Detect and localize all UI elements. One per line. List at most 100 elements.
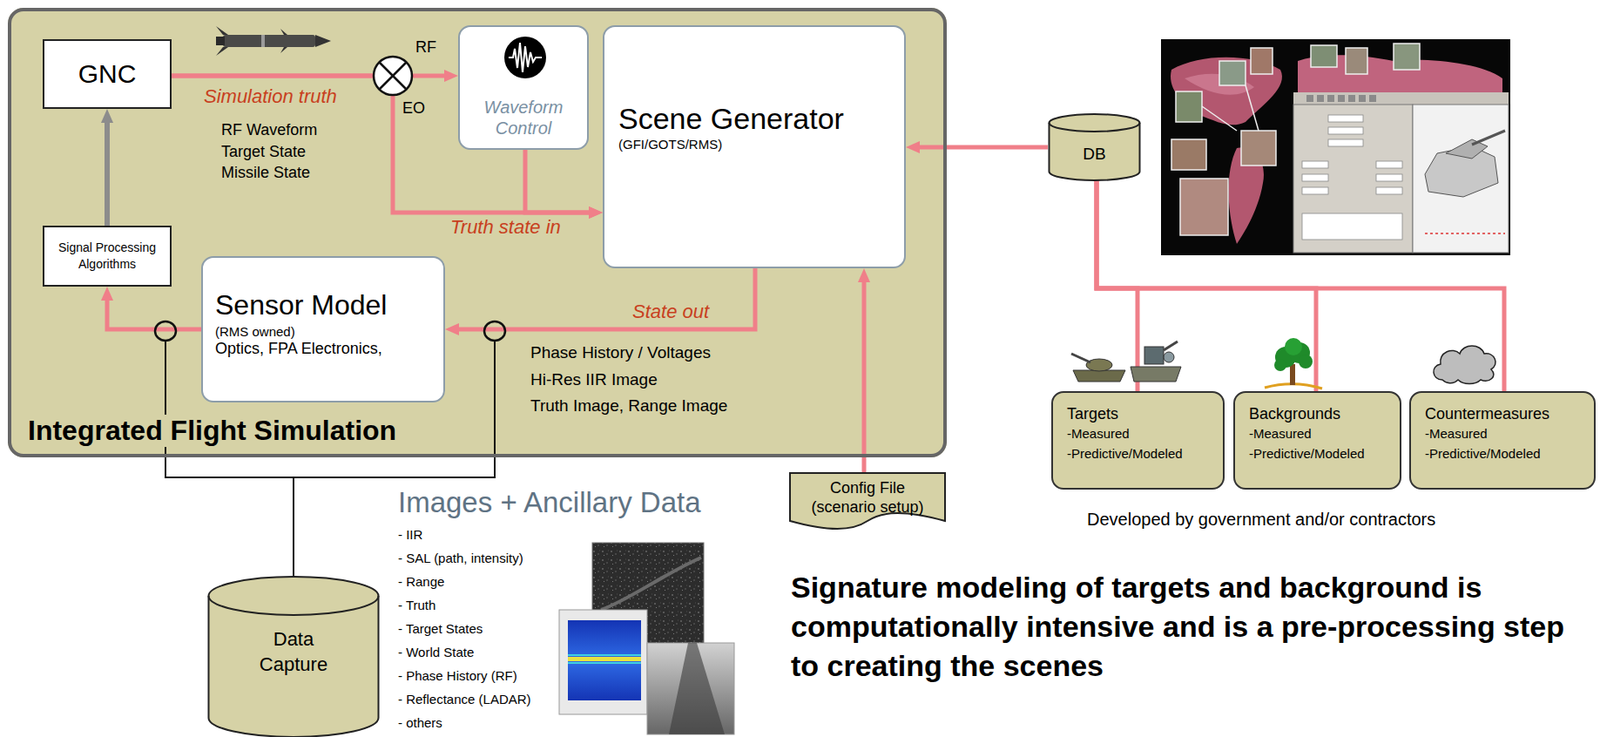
database-cylinder: DB — [1047, 114, 1141, 181]
database-screenshot — [1358, 94, 1366, 102]
cylinder-outline — [1049, 114, 1141, 181]
label-text-holder: - Range — [398, 573, 445, 589]
node-text: (RMS owned) — [215, 324, 296, 340]
tank-picture — [1163, 351, 1175, 363]
missile-picture — [216, 36, 225, 46]
label-text: - Truth — [398, 597, 436, 613]
database-screenshot — [1250, 47, 1273, 75]
tank-picture — [1130, 366, 1182, 382]
label-text-holder: - Reflectance (LADAR) — [398, 691, 532, 707]
node-text: -Predictive/Modeled — [1424, 443, 1541, 464]
connector — [455, 268, 756, 330]
sample-images — [559, 542, 735, 735]
database-screenshot — [1171, 139, 1207, 170]
tank-picture — [1073, 370, 1126, 382]
label-text: - Reflectance (LADAR) — [398, 691, 532, 707]
label-text: Signature modeling of targets and backgr… — [790, 567, 1597, 686]
node-text: Sensor Model — [215, 289, 387, 322]
node-text: Countermeasures — [1424, 405, 1550, 424]
label-text-holder: Hi-Res IIR Image — [530, 370, 658, 390]
node-text: Config File (scenario setup) — [802, 479, 933, 517]
connector — [1096, 180, 1317, 392]
database-screenshot — [1180, 178, 1229, 236]
waveform-icon — [504, 36, 547, 79]
label-text-holder: - Truth — [398, 597, 436, 613]
missile-picture — [216, 47, 229, 56]
node-text: -Measured — [1424, 423, 1488, 444]
database-screenshot — [1302, 161, 1329, 169]
tank-picture — [1086, 358, 1113, 372]
missile-picture — [280, 28, 288, 35]
edge-label: Simulation truth — [202, 85, 339, 108]
label-text-holder: Phase History / Voltages — [530, 343, 711, 363]
sample-images — [567, 654, 642, 656]
database-screenshot — [1306, 94, 1314, 102]
database-screenshot — [1241, 130, 1276, 166]
node-text: -Predictive/Modeled — [1066, 443, 1183, 464]
node-text: -Measured — [1066, 423, 1130, 444]
tap-symbol — [155, 321, 176, 341]
tree-picture — [1274, 358, 1287, 372]
cylinder-outline — [209, 576, 379, 737]
node-text: GNC — [78, 59, 137, 89]
mixer-symbol — [379, 62, 407, 90]
database-screenshot — [1293, 104, 1413, 253]
document-outline — [789, 472, 946, 529]
missile-picture — [216, 26, 229, 35]
node-text: Waveform Control — [463, 96, 584, 139]
cylinder-outline — [1049, 122, 1141, 132]
category-box: Countermeasures-Measured-Predictive/Mode… — [1409, 391, 1596, 490]
database-screenshot — [1369, 94, 1377, 102]
category-box: Targets-Measured-Predictive/Modeled — [1051, 391, 1225, 490]
connector — [104, 119, 110, 226]
node-text: (GFI/GOTS/RMS) — [618, 135, 723, 154]
database-screenshot — [1201, 106, 1237, 131]
edge-label: State out — [630, 300, 711, 323]
label-text: Target State — [221, 142, 306, 162]
label-text-holder: Missile State — [221, 163, 311, 183]
database-screenshot — [1345, 47, 1368, 75]
label-text-holder: Signature modeling of targets and backgr… — [790, 567, 1597, 686]
label-text: Developed by government and/or contracto… — [1086, 509, 1436, 530]
panel-ground — [7, 7, 947, 458]
label-text: - others — [398, 715, 443, 730]
process-box: Signal Processing Algorithms — [42, 225, 172, 287]
tank-picture — [1144, 346, 1164, 365]
connector — [916, 145, 1048, 150]
node-text: Optics, FPA Electronics, — [215, 339, 383, 359]
database-cylinder: Data Capture — [207, 576, 380, 737]
database-screenshot — [1328, 139, 1364, 147]
label-text-holder: - Phase History (RF) — [398, 668, 518, 683]
sample-images — [567, 656, 642, 662]
label-text: RF — [415, 38, 437, 57]
database-screenshot — [1376, 161, 1403, 169]
database-screenshot — [1327, 94, 1335, 102]
database-screenshot — [1161, 39, 1511, 256]
node-text: -Measured — [1248, 423, 1312, 444]
sample-images — [668, 642, 725, 735]
waveform-icon — [508, 42, 542, 73]
label-text-holder: - IIR — [398, 526, 423, 542]
category-box: Backgrounds-Measured-Predictive/Modeled — [1233, 391, 1402, 490]
database-screenshot — [1302, 187, 1329, 195]
label-text: Images + Ancillary Data — [398, 486, 702, 520]
cloud-picture — [1433, 345, 1496, 385]
cylinder-outline — [209, 595, 379, 615]
database-screenshot — [1376, 174, 1403, 182]
label-text-holder: RF Waveform — [221, 121, 318, 140]
tree-picture — [1289, 364, 1296, 385]
node-text: Backgrounds — [1248, 405, 1341, 424]
process-box: Scene Generator(GFI/GOTS/RMS) — [602, 25, 906, 269]
label-text: - IIR — [398, 526, 423, 542]
document-shape: Config File (scenario setup) — [789, 472, 946, 534]
cloud-picture — [1433, 345, 1496, 385]
node-text: Data Capture — [241, 627, 346, 677]
tree-picture — [1298, 354, 1313, 369]
process-box: Waveform Control — [458, 25, 589, 150]
tank-picture — [1071, 341, 1182, 382]
database-screenshot — [1424, 232, 1506, 235]
label-text-holder: - World State — [398, 644, 474, 660]
connector — [107, 297, 202, 330]
node-text: Signal Processing Algorithms — [49, 239, 165, 273]
database-screenshot — [1348, 94, 1356, 102]
